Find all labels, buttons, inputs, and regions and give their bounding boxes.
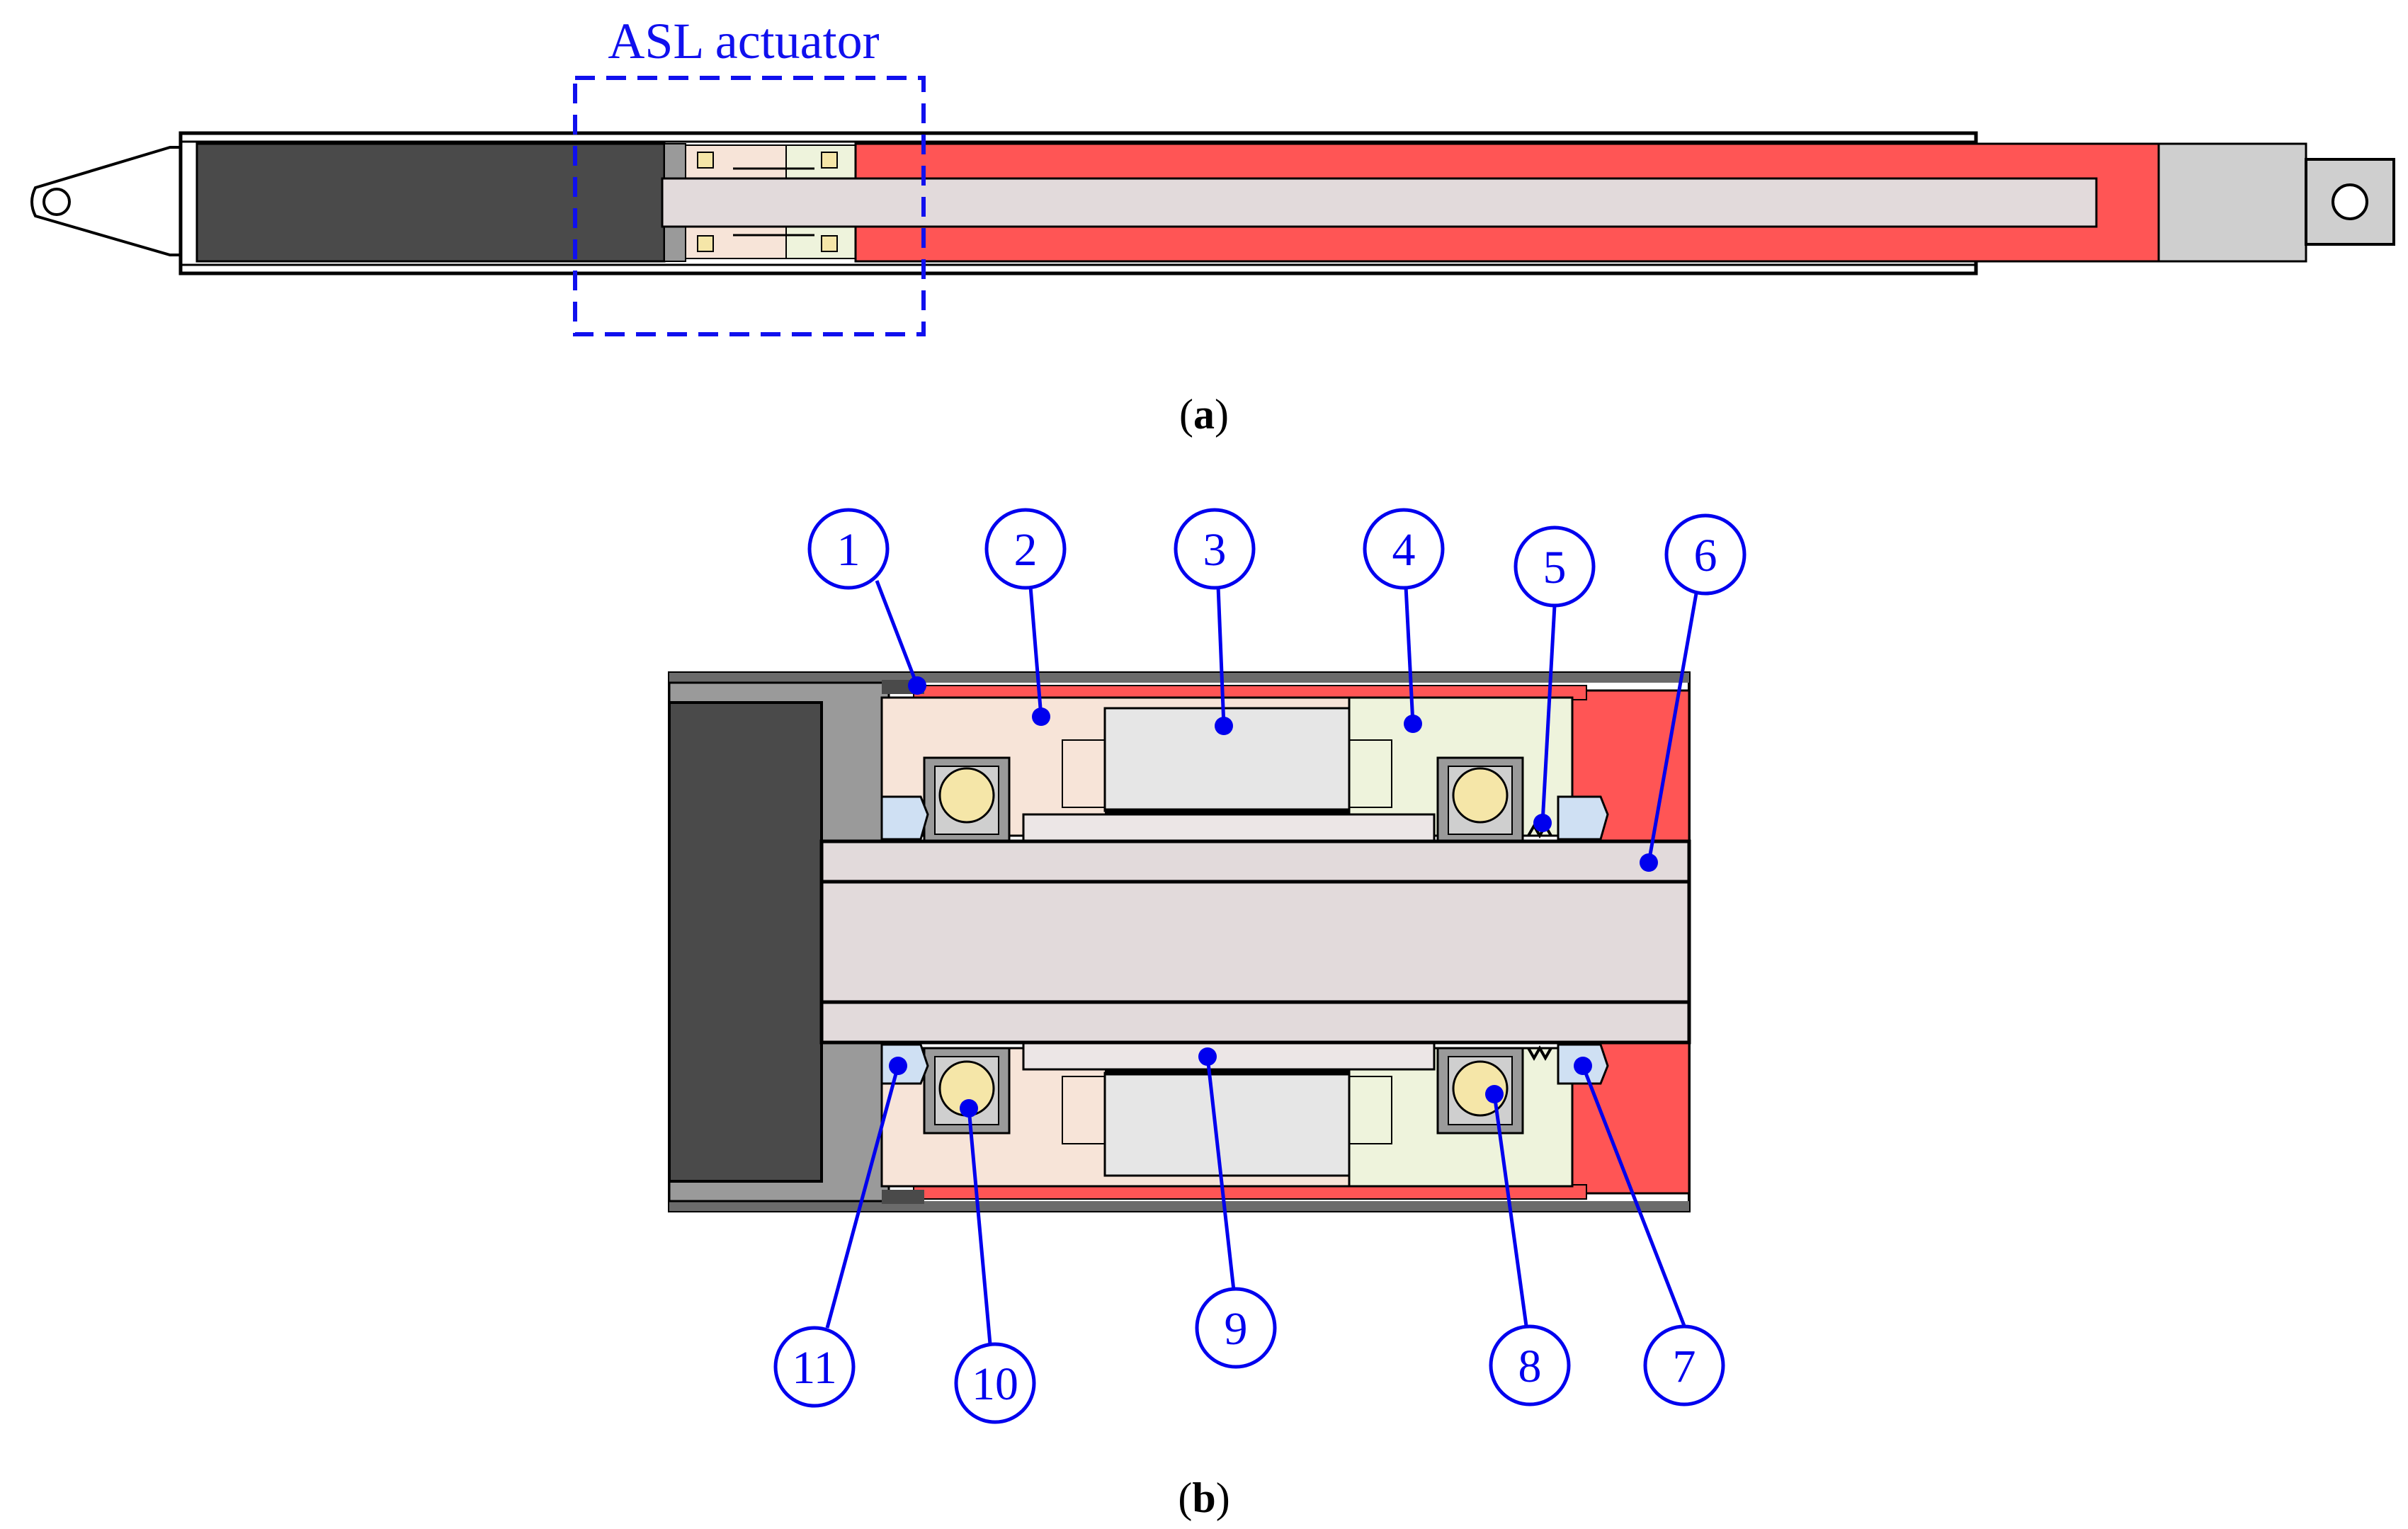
panel-a-actuator: ASL actuator (a): [30, 13, 2395, 438]
caption-a: (a): [1179, 391, 1229, 438]
callout-6: 6: [1640, 513, 1747, 872]
seal-top-right: [1557, 795, 1609, 841]
svg-text:9: 9: [1225, 1303, 1248, 1355]
part-3-bottom: [1103, 1072, 1351, 1177]
callout-2: 2: [984, 508, 1067, 726]
svg-text:5: 5: [1543, 542, 1567, 593]
section-motor-block: [668, 701, 823, 1183]
svg-text:11: 11: [792, 1342, 837, 1394]
section-rod: [819, 839, 1691, 1045]
callout-1: 1: [807, 508, 926, 695]
callout-11: 11: [773, 1057, 907, 1408]
caption-b: (b): [1178, 1474, 1229, 1521]
callout-8: 8: [1485, 1085, 1571, 1406]
motor-block: [195, 142, 666, 263]
svg-text:1: 1: [837, 524, 861, 576]
callout-7: 7: [1574, 1057, 1725, 1406]
bearing-bottom-right: [1436, 1047, 1524, 1135]
seal-top-left: [880, 795, 929, 841]
left-eye-hole: [42, 188, 71, 216]
right-eye-hole: [2332, 183, 2368, 220]
svg-text:7: 7: [1673, 1341, 1696, 1392]
asl-label: ASL actuator: [608, 13, 879, 69]
bearing-top-right: [1436, 756, 1524, 844]
callout-4: 4: [1363, 508, 1445, 733]
piston-rod: [661, 177, 2098, 228]
svg-text:6: 6: [1694, 530, 1717, 581]
callout-3: 3: [1174, 508, 1256, 735]
bearing-top-left: [923, 756, 1011, 844]
asl-highlight-box: [573, 76, 926, 336]
right-end-cap: [2157, 142, 2307, 263]
svg-text:4: 4: [1392, 524, 1416, 576]
callout-10: 10: [954, 1099, 1036, 1424]
callouts: 1 2 3 4 5: [773, 508, 1747, 1424]
part-9-sleeve: [1022, 1041, 1436, 1071]
svg-text:3: 3: [1203, 524, 1227, 576]
callout-5: 5: [1513, 525, 1596, 832]
svg-text:8: 8: [1518, 1341, 1542, 1392]
callout-9: 9: [1195, 1047, 1277, 1369]
svg-text:2: 2: [1014, 524, 1038, 576]
bearing-bottom-left: [923, 1047, 1011, 1135]
panel-b-section: [668, 671, 1691, 1212]
svg-text:10: 10: [972, 1358, 1018, 1410]
